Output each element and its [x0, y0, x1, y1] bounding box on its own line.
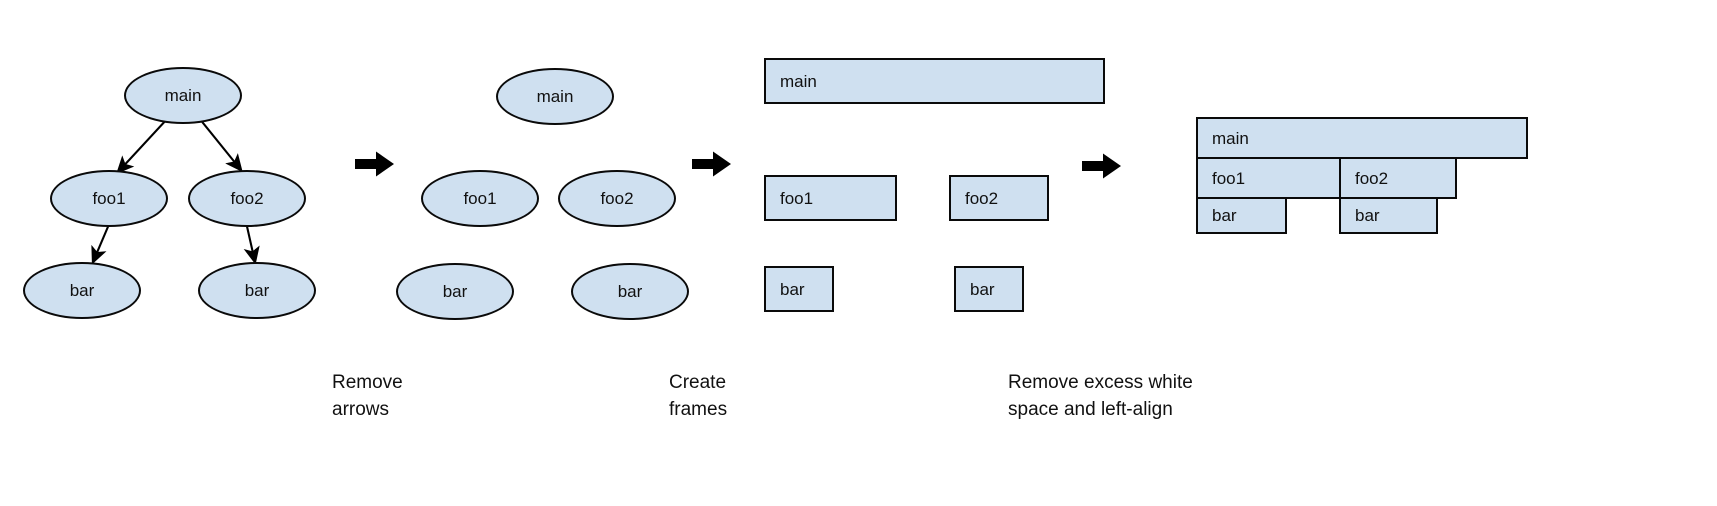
node-label: bar — [617, 282, 643, 301]
frame-label: main — [780, 71, 817, 91]
transition-caption-1: Remove arrows — [332, 372, 403, 420]
node-foo1-panel1[interactable]: foo1 — [50, 170, 168, 227]
frame-main-panel3[interactable]: main — [764, 58, 1105, 104]
frame-main-panel4[interactable]: main — [1196, 117, 1528, 159]
frame-label: main — [1212, 128, 1249, 148]
edge-foo1-to-bar1 — [91, 221, 111, 265]
node-label: foo1 — [92, 189, 126, 208]
frame-label: bar — [780, 279, 805, 299]
node-bar2-panel1[interactable]: bar — [198, 262, 316, 319]
node-bar1-panel2[interactable]: bar — [396, 263, 514, 320]
node-label: bar — [69, 281, 95, 300]
frame-label: foo2 — [1355, 168, 1389, 188]
node-foo2-panel2[interactable]: foo2 — [558, 170, 676, 227]
node-main-panel1[interactable]: main — [124, 67, 242, 124]
node-label: bar — [244, 281, 270, 300]
frame-label: bar — [970, 279, 995, 299]
right-arrow-icon — [355, 151, 394, 177]
transition-caption-2: Create frames — [669, 372, 728, 420]
frame-foo1-panel3[interactable]: foo1 — [764, 175, 897, 221]
edge-foo2-to-bar2 — [243, 221, 260, 265]
transition-arrow-1 — [355, 150, 395, 178]
frame-foo2-panel3[interactable]: foo2 — [949, 175, 1049, 221]
node-label: foo2 — [230, 189, 264, 208]
frame-label: foo2 — [965, 188, 999, 208]
frame-foo2-panel4[interactable]: foo2 — [1339, 157, 1457, 199]
node-bar2-panel2[interactable]: bar — [571, 263, 689, 320]
node-label: bar — [442, 282, 468, 301]
transition-arrow-2 — [692, 150, 732, 178]
node-foo2-panel1[interactable]: foo2 — [188, 170, 306, 227]
right-arrow-icon — [1082, 153, 1121, 179]
frame-label: bar — [1212, 206, 1237, 225]
node-foo1-panel2[interactable]: foo1 — [421, 170, 539, 227]
node-label: foo1 — [463, 189, 497, 208]
frame-bar2-panel4[interactable]: bar — [1339, 197, 1438, 234]
node-label: foo2 — [600, 189, 634, 208]
transition-caption-3: Remove excess white space and left-align — [1008, 372, 1193, 420]
frame-label: foo1 — [1212, 168, 1246, 188]
frame-label: foo1 — [780, 188, 814, 208]
node-label: main — [164, 86, 202, 105]
right-arrow-icon — [692, 151, 731, 177]
frame-foo1-panel4[interactable]: foo1 — [1196, 157, 1341, 199]
node-label: main — [536, 87, 574, 106]
frame-label: bar — [1355, 206, 1380, 225]
transition-arrow-3 — [1082, 152, 1122, 180]
frame-bar1-panel4[interactable]: bar — [1196, 197, 1287, 234]
node-main-panel2[interactable]: main — [496, 68, 614, 125]
edge-main-to-foo1 — [116, 117, 169, 175]
frame-bar2-panel3[interactable]: bar — [954, 266, 1024, 312]
frame-bar1-panel3[interactable]: bar — [764, 266, 834, 312]
node-bar1-panel1[interactable]: bar — [23, 262, 141, 319]
edge-main-to-foo2 — [198, 117, 243, 173]
